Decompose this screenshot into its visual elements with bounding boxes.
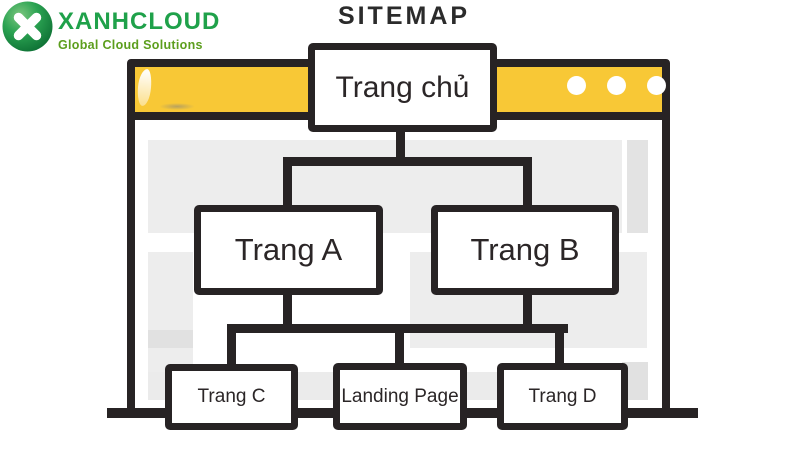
- window-control-dot-icon: [647, 76, 666, 95]
- connector-to-landing-page: [395, 324, 404, 368]
- connector-from-trang-a: [283, 291, 292, 329]
- node-trang-c: Trang C: [165, 364, 298, 430]
- window-control-dot-icon: [567, 76, 586, 95]
- topbar-shine-highlight: [136, 68, 153, 107]
- topbar-smudge: [159, 103, 195, 110]
- node-trang-d: Trang D: [497, 363, 628, 430]
- connector-to-trang-b: [523, 157, 532, 209]
- node-label: Landing Page: [341, 385, 459, 407]
- connector-level2-bus: [283, 157, 532, 166]
- brand-name: XANHCLOUD: [58, 8, 221, 35]
- node-label: Trang D: [528, 385, 597, 407]
- page-title: SITEMAP: [337, 2, 471, 30]
- connector-from-trang-b: [523, 291, 532, 329]
- brand-tagline: Global Cloud Solutions: [58, 38, 203, 52]
- connector-to-trang-d: [555, 324, 564, 368]
- brand-logo: XANHCLOUD Global Cloud Solutions: [2, 1, 220, 52]
- content-placeholder-block: [627, 140, 648, 233]
- window-control-dot-icon: [607, 76, 626, 95]
- node-trang-a: Trang A: [194, 205, 383, 295]
- node-label: Trang chủ: [335, 70, 470, 104]
- x-logo-icon: [2, 1, 53, 52]
- node-label: Trang A: [234, 232, 343, 267]
- node-trang-b: Trang B: [431, 205, 619, 295]
- content-placeholder-block: [148, 330, 193, 348]
- connector-to-trang-c: [227, 324, 236, 368]
- node-label: Trang B: [470, 232, 580, 267]
- node-trang-chu: Trang chủ: [308, 43, 497, 132]
- connector-root-drop: [396, 130, 405, 162]
- node-label: Trang C: [197, 386, 266, 407]
- connector-to-trang-a: [283, 157, 292, 209]
- node-landing-page: Landing Page: [333, 363, 467, 430]
- window-controls: [567, 76, 666, 95]
